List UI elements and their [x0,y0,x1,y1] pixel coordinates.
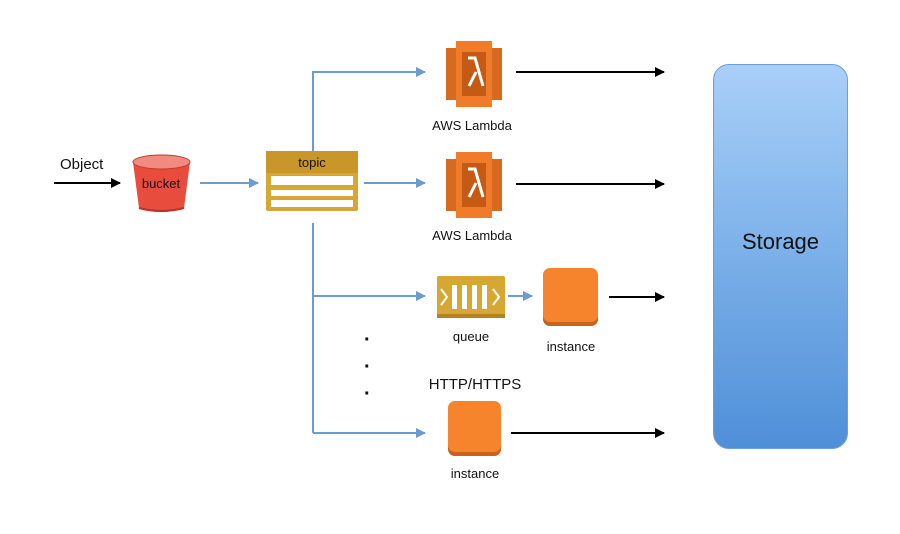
topic-icon [266,151,358,211]
instance-label-queue: instance [546,339,596,354]
lambda-label-mid: AWS Lambda [432,228,512,243]
topic-label: topic [298,155,326,170]
http-label: HTTP/HTTPS [428,376,522,393]
ellipsis-dot-3: · [364,383,371,405]
topic-to-lambda-top-connector [312,67,426,151]
storage-container: Storage [713,64,848,449]
lambda-icon-mid [446,152,502,218]
object-label: Object [60,156,104,173]
ellipsis-dot-1: · [364,329,371,351]
storage-label: Storage [741,229,820,254]
queue-icon [437,276,505,318]
queue-label: queue [452,329,490,344]
instance-label-http: instance [450,466,500,481]
instance-icon-queue [543,268,598,326]
bucket-icon [132,154,191,212]
ellipsis-dot-2: · [364,356,371,378]
instance-icon-http [448,401,501,456]
lambda-icon-top [446,41,502,107]
bucket-label: bucket [141,176,181,191]
lambda-label-top: AWS Lambda [432,118,512,133]
